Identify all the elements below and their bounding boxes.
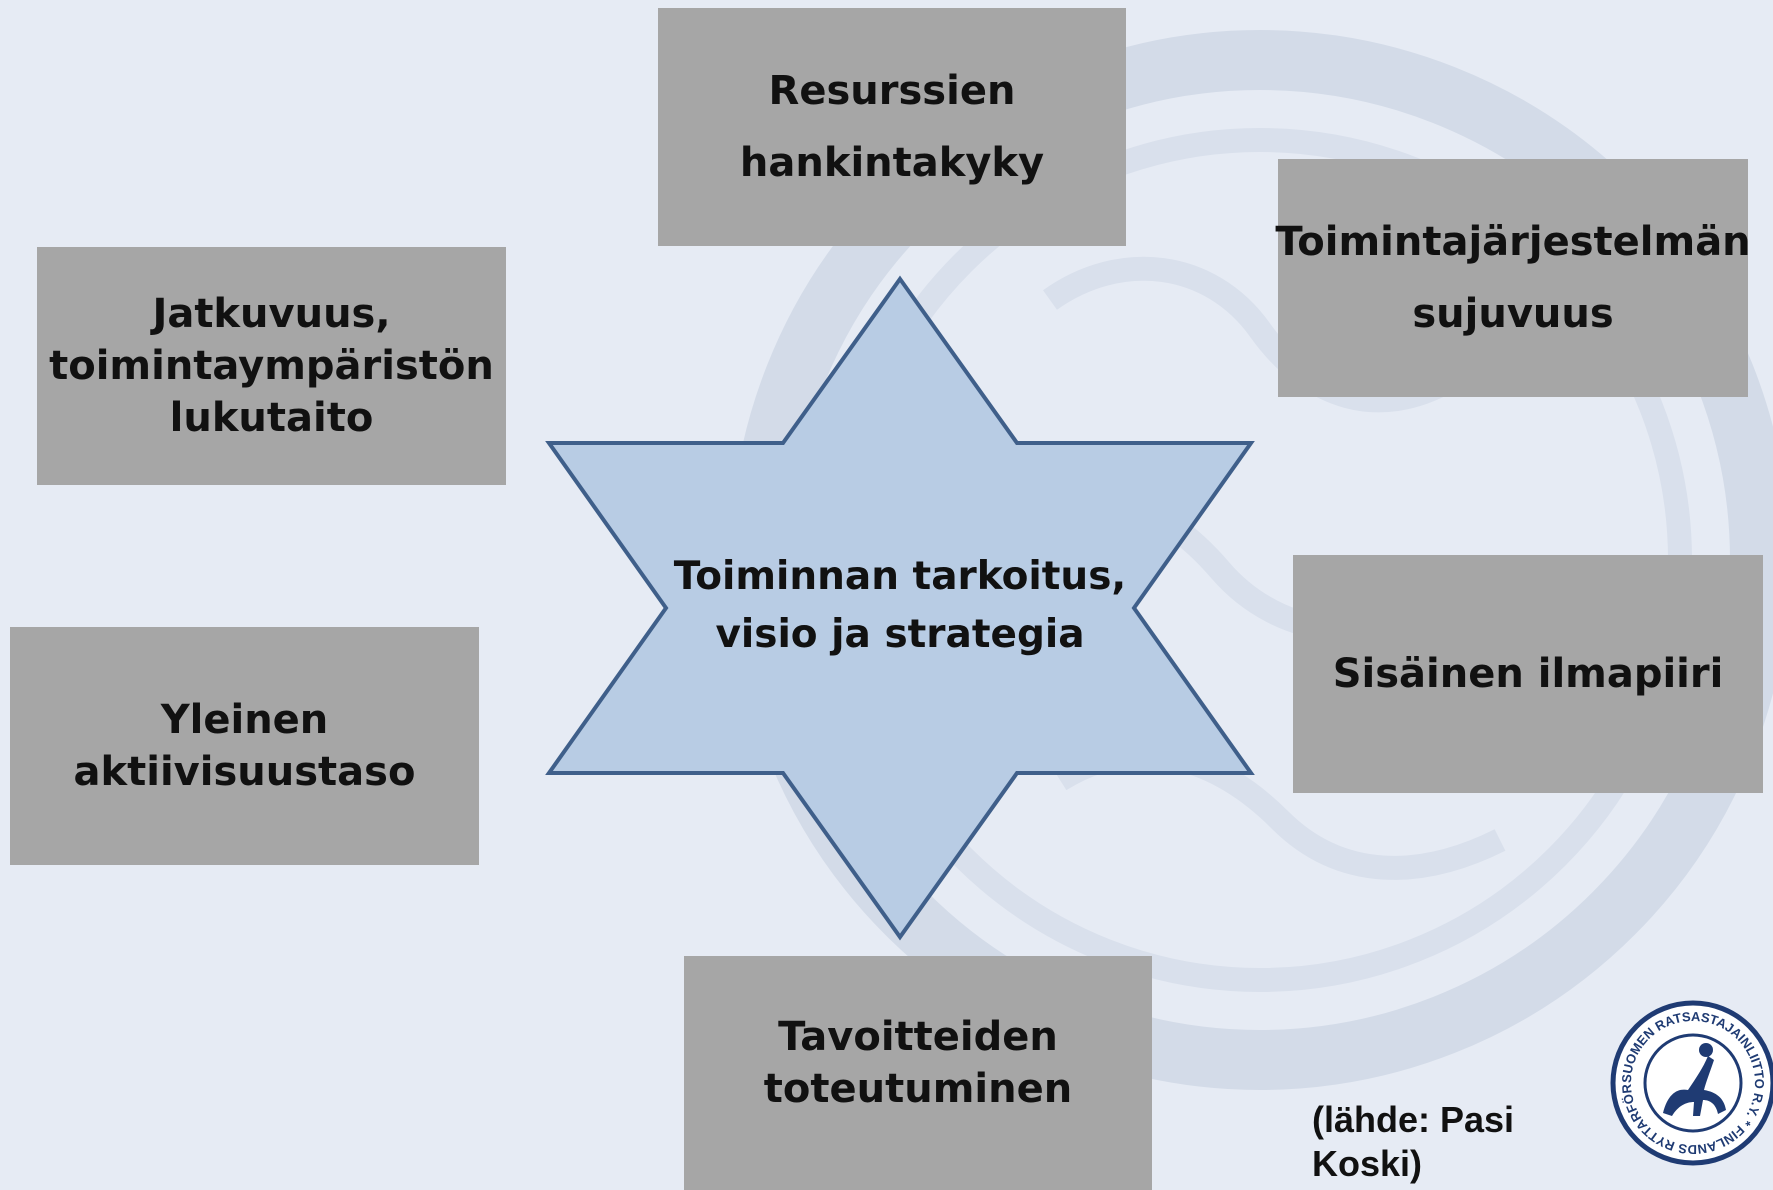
box-line: Yleinen: [160, 697, 329, 743]
star-line: visio ja strategia: [715, 612, 1085, 657]
box-line: lukutaito: [169, 395, 374, 441]
box-resource-acquisition: Resurssien hankintakyky: [658, 8, 1126, 246]
horse-rider-seal-icon: SUOMEN RATSASTAJAINLIITTO R.Y. * FINLAND…: [1608, 998, 1773, 1166]
box-goal-achievement: Tavoitteiden toteutuminen: [684, 956, 1152, 1190]
box-continuity: Jatkuvuus, toimintaympäristön lukutaito: [37, 247, 506, 485]
source-line: (lähde: Pasi: [1312, 1099, 1515, 1140]
box-line: toimintaympäristön: [49, 343, 494, 389]
box-line: toteutuminen: [763, 1066, 1073, 1112]
box-line: Tavoitteiden: [778, 1014, 1058, 1060]
box-line: Toimintajärjestelmän: [1275, 219, 1751, 265]
star-label: Toiminnan tarkoitus, visio ja strategia: [640, 548, 1160, 664]
box-line: sujuvuus: [1412, 291, 1614, 337]
box-internal-climate: Sisäinen ilmapiiri: [1293, 555, 1763, 793]
box-text: Yleinen aktiivisuustaso: [74, 694, 416, 798]
box-text: Toimintajärjestelmän sujuvuus: [1275, 206, 1750, 350]
box-text: Resurssien hankintakyky: [740, 55, 1044, 199]
star-line: Toiminnan tarkoitus,: [673, 554, 1127, 599]
box-line: Sisäinen ilmapiiri: [1332, 651, 1724, 697]
box-line: hankintakyky: [739, 140, 1045, 186]
box-activity-level: Yleinen aktiivisuustaso: [10, 627, 479, 865]
source-note: (lähde: Pasi Koski): [1312, 1098, 1514, 1186]
star-shape: [545, 275, 1255, 941]
source-line: Koski): [1312, 1143, 1423, 1184]
box-text: Sisäinen ilmapiiri: [1333, 648, 1724, 700]
box-text: Tavoitteiden toteutuminen: [764, 1011, 1072, 1115]
box-text: Jatkuvuus, toimintaympäristön lukutaito: [49, 288, 494, 444]
box-operating-system: Toimintajärjestelmän sujuvuus: [1275, 159, 1751, 397]
box-line: Jatkuvuus,: [152, 291, 391, 337]
box-line: aktiivisuustaso: [73, 749, 416, 795]
box-line: Resurssien: [768, 68, 1016, 114]
